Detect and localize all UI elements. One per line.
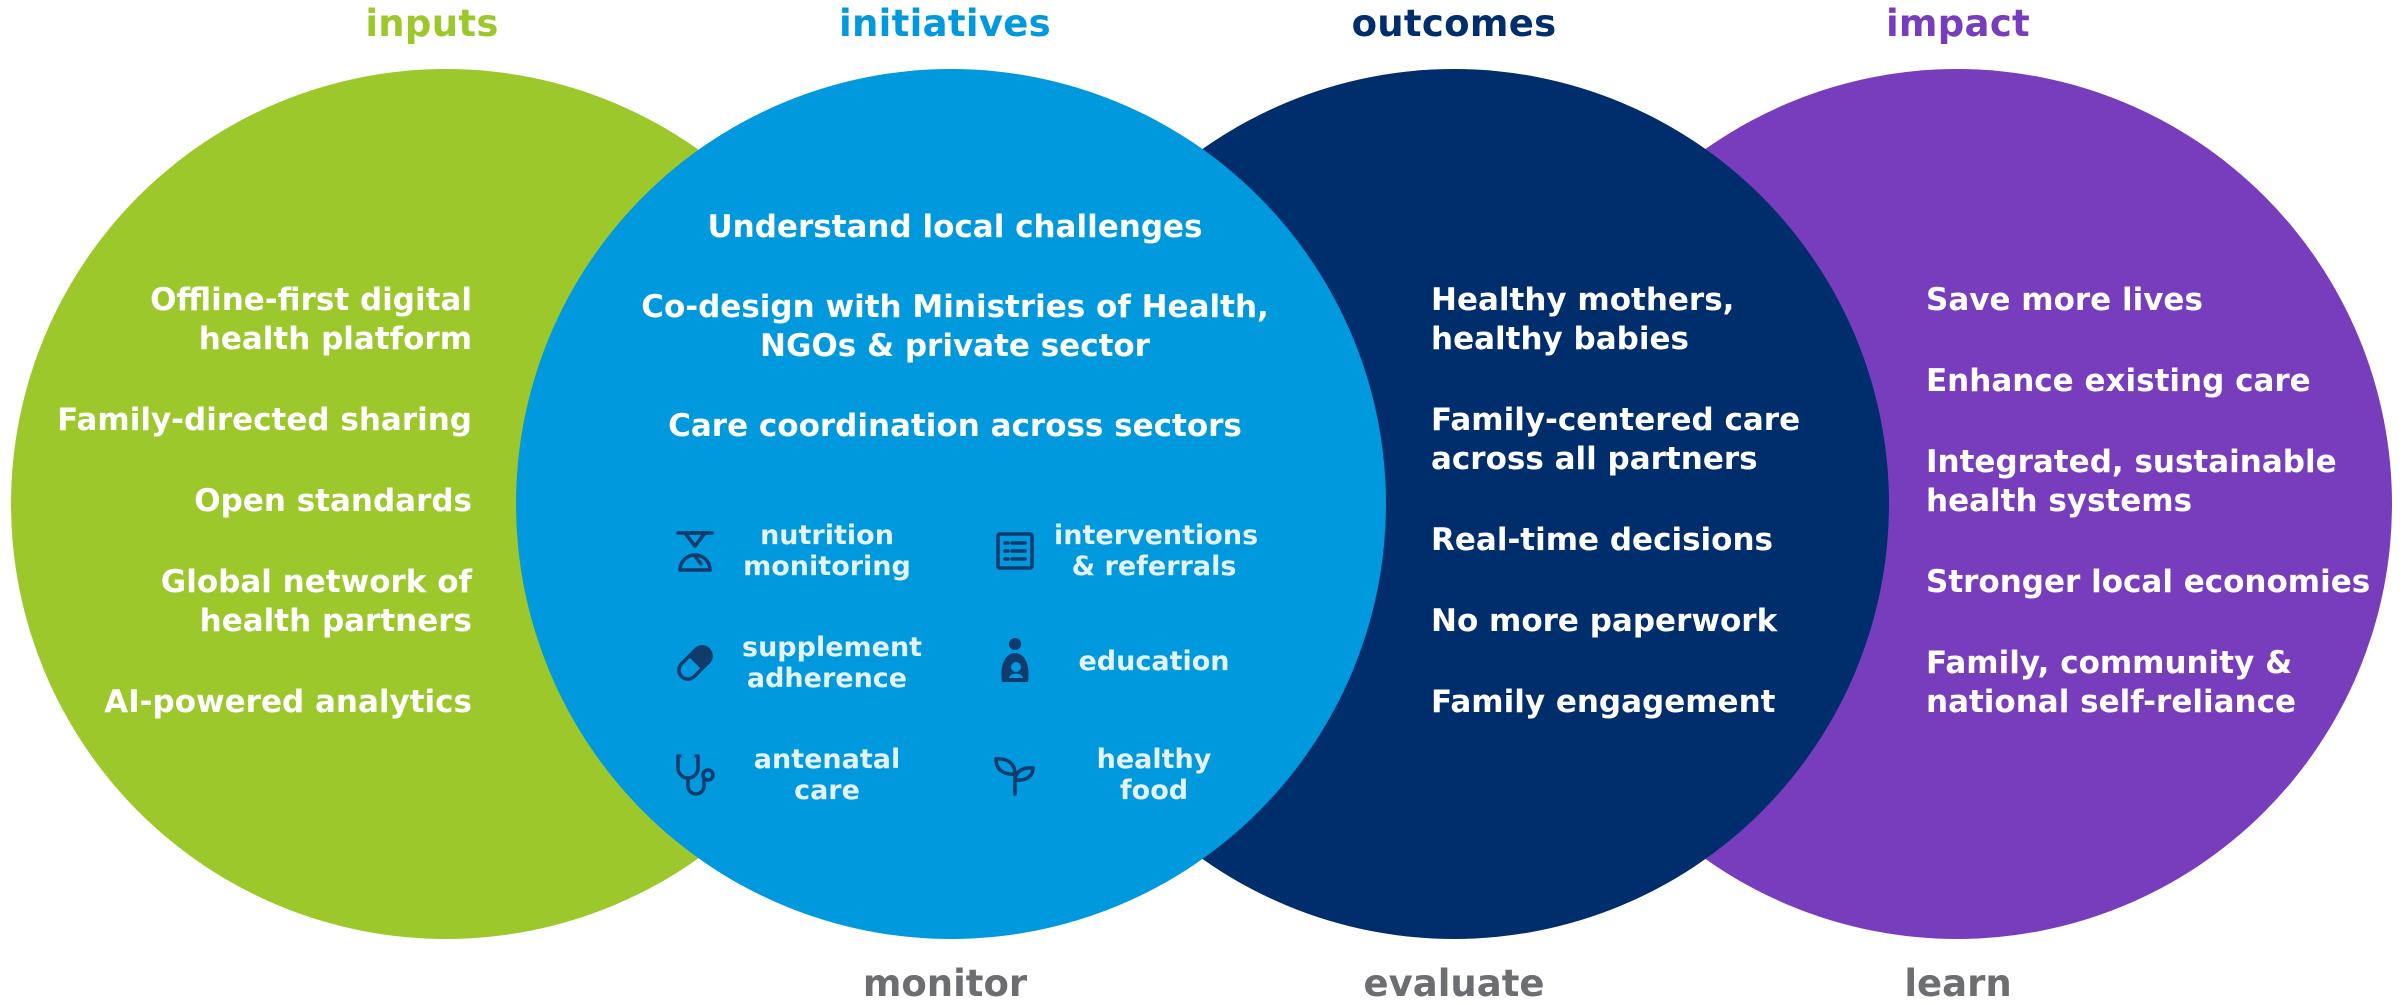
outcomes-item: Real-time decisions bbox=[1431, 522, 1773, 558]
tile-interventions-referrals: interventions& referrals bbox=[990, 520, 1259, 582]
heading-initiatives: initiatives bbox=[839, 2, 1051, 45]
footer-monitor: monitor bbox=[862, 962, 1028, 1005]
stethoscope-icon bbox=[676, 754, 715, 796]
impact-list: Save more lives Enhance existing care In… bbox=[1926, 281, 2370, 764]
pill-icon bbox=[677, 645, 713, 681]
initiatives-circle bbox=[516, 69, 1386, 939]
inputs-item: Family-directed sharing bbox=[57, 402, 472, 438]
list-icon bbox=[996, 532, 1034, 570]
initiatives-item: Understand local challenges bbox=[707, 209, 1203, 245]
inputs-item: AI-powered analytics bbox=[104, 684, 472, 720]
outcomes-item: No more paperwork bbox=[1431, 603, 1778, 639]
footer-evaluate: evaluate bbox=[1363, 962, 1545, 1005]
impact-item: Save more lives bbox=[1926, 282, 2203, 318]
tile-label: education bbox=[1078, 645, 1230, 677]
inputs-item: Open standards bbox=[194, 483, 472, 519]
tile-education: education bbox=[990, 636, 1254, 686]
heading-impact: impact bbox=[1885, 2, 2031, 45]
impact-item: Family, community &national self-relianc… bbox=[1926, 645, 2297, 720]
footer-learn: learn bbox=[1904, 962, 2012, 1005]
tile-label: interventions& referrals bbox=[1054, 520, 1259, 582]
outcomes-item: Healthy mothers,healthy babies bbox=[1431, 282, 1735, 357]
heading-inputs: inputs bbox=[365, 2, 499, 45]
sprout-icon bbox=[994, 757, 1035, 796]
initiatives-item: Co-design with Ministries of Health,NGOs… bbox=[641, 289, 1269, 364]
initiatives-item: Care coordination across sectors bbox=[668, 408, 1242, 444]
impact-item: Enhance existing care bbox=[1926, 363, 2311, 399]
initiatives-list: Understand local challenges Co-design wi… bbox=[555, 208, 1355, 487]
outcomes-item: Family engagement bbox=[1431, 684, 1776, 720]
impact-item: Stronger local economies bbox=[1926, 564, 2371, 600]
outcomes-list: Healthy mothers,healthy babies Family-ce… bbox=[1431, 281, 1800, 764]
heading-outcomes: outcomes bbox=[1351, 2, 1557, 45]
scale-icon bbox=[676, 531, 714, 572]
mother-child-icon bbox=[1001, 638, 1029, 682]
